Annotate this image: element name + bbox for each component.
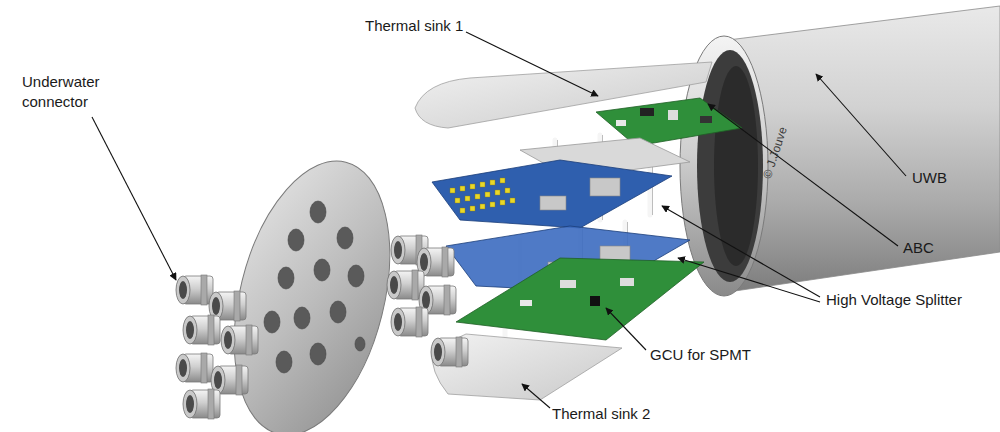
watermark: © J.Jouve [760, 125, 790, 180]
part-label: GCU for SPMT [650, 345, 751, 365]
part-label: ABC [903, 238, 934, 258]
abc-board [596, 98, 742, 146]
flange-disk [208, 145, 415, 432]
part-label: Thermal sink 1 [365, 16, 463, 36]
uwb-cylinder [680, 6, 1000, 296]
part-label: UWB [912, 168, 947, 188]
leader-lines [92, 32, 906, 408]
part-label: High Voltage Splitter [826, 290, 962, 310]
underwater-connectors [176, 235, 468, 419]
part-label: Thermal sink 2 [552, 404, 650, 424]
hv-splitter-board-1 [432, 160, 672, 228]
thermal-sink-2 [432, 334, 622, 400]
part-label: Underwater connector [22, 72, 132, 112]
gcu-board [456, 258, 704, 340]
